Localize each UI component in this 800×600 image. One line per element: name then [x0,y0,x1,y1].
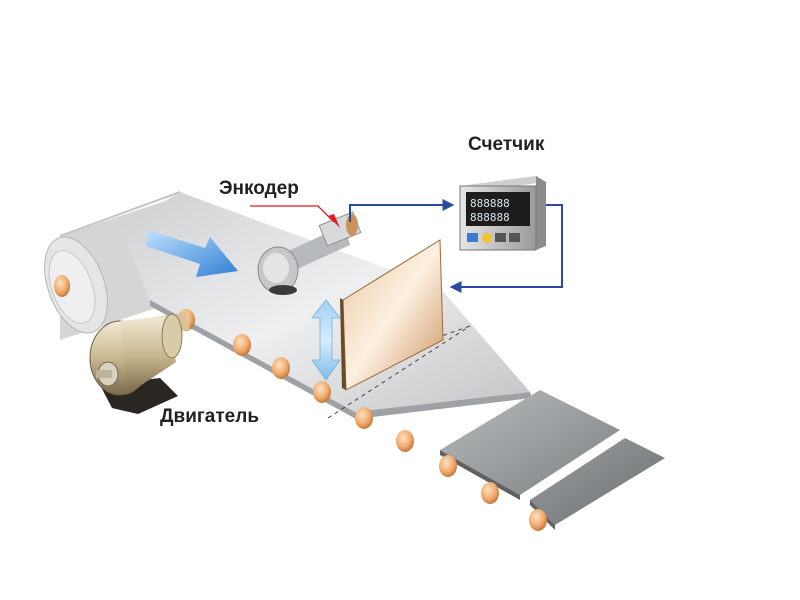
counter-button-3 [495,233,506,242]
encoder-pointer [250,205,340,228]
counter-display-top: 888888 [470,197,510,210]
counter-button-1 [467,233,478,242]
cutter-blade-icon [340,239,444,391]
conveyor-roller-icon [272,357,290,379]
counter-button-2 [482,233,492,243]
conveyor-roller-icon [396,430,414,452]
counter-display-bottom: 888888 [470,211,510,224]
conveyor-roller-icon [233,334,251,356]
conveyor-roller-icon [355,407,373,429]
cut-sheets [440,390,665,530]
motor-label: Двигатель [160,406,259,427]
signal-lines [349,199,563,293]
counter-icon: 888888 888888 [459,176,546,251]
counter-label: Счетчик [468,134,545,155]
signal-line-counter-to-cutter [449,204,563,293]
motor-icon [89,313,183,414]
conveyor-roller-icon [313,381,331,403]
signal-line-encoder-to-counter [349,199,455,222]
counter-button-4 [509,233,520,242]
flow-arrow-icon [146,230,238,277]
conveyor-roller-icon [439,455,457,477]
cut-sheet [440,390,620,500]
vertical-motion-arrow-icon [311,299,341,381]
conveyor-roller-icon [529,509,547,531]
encoder-label: Энкодер [219,178,299,199]
conveyor-roller-icon [481,482,499,504]
